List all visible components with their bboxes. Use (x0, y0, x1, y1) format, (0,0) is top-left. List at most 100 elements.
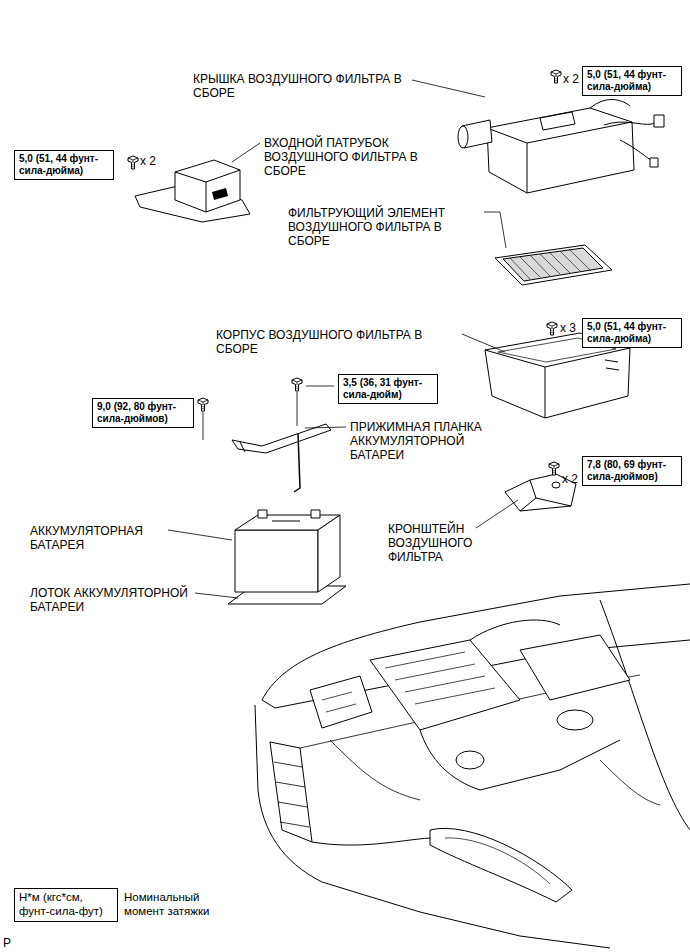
battery-clamp (232, 424, 331, 492)
torque-value: 7,8 (80, 69 фунт-сила-дюймов) (587, 459, 677, 483)
part-name: АККУМУЛЯТОРНАЯ БАТАРЕЯ (30, 524, 165, 552)
filter-element-part (495, 245, 612, 285)
part-name: ФИЛЬТРУЮЩИЙ ЭЛЕМЕНТ ВОЗДУШНОГО ФИЛЬТРА В… (288, 206, 478, 248)
car-engine-bay-part (370, 640, 520, 730)
car-engine-bay-part (470, 620, 560, 640)
leader-lines-part (484, 212, 506, 248)
count-mark: x 2 (140, 154, 170, 168)
air-inlet-part (175, 160, 240, 212)
count-mark-holder: x 2 (140, 154, 170, 168)
bolt-icons-part (547, 322, 557, 335)
figure-code-holder: P (3, 936, 23, 950)
part-name: ВХОДНОЙ ПАТРУБОК ВОЗДУШНОГО ФИЛЬТРА В СБ… (264, 136, 444, 178)
air-cleaner-cap-part (654, 115, 664, 127)
leader-lines-part (305, 427, 346, 428)
battery-part (318, 515, 340, 592)
battery-part (272, 521, 300, 522)
air-inlet (135, 160, 250, 222)
car-engine-bay-part (322, 692, 356, 712)
filter-element (495, 245, 612, 285)
air-cleaner-cap-part (650, 158, 658, 167)
air-cleaner-cap-part (487, 108, 634, 193)
count-mark: x 2 (563, 72, 593, 86)
air-cleaner-cap-part (540, 112, 575, 130)
battery-clamp-part (294, 433, 300, 492)
count-mark-holder: x 2 (562, 472, 592, 486)
car-engine-bay-part (310, 676, 372, 728)
battery-part (235, 530, 318, 592)
torque-value: 5,0 (51, 44 фунт-сила-дюйма) (587, 69, 677, 93)
air-cleaner-case-part (485, 348, 630, 418)
filter-element-part (510, 250, 590, 279)
part-name-holder: ПРИЖИМНАЯ ПЛАНКА АККУМУЛЯТОРНОЙ БАТАРЕИ (350, 420, 520, 462)
count-mark-holder: x 2 (563, 72, 593, 86)
legend-note: Номинальный момент затяжки (124, 891, 242, 918)
car-engine-bay-part (255, 705, 610, 948)
car-engine-bay-part (420, 730, 620, 790)
car-engine-bay-part (456, 751, 484, 769)
car-engine-bay-part (270, 742, 312, 842)
torque-box: 3,5 (36, 31 фунт-сила-дюйм) (338, 374, 438, 404)
part-name: ЛОТОК АККУМУЛЯТОРНОЙ БАТАРЕИ (30, 586, 210, 614)
car-engine-bay-part (274, 762, 309, 827)
leader-lines-part (203, 412, 204, 440)
torque-value: Н*м (кгс*см, фунт-сила-фут) (19, 891, 113, 918)
torque-box: 5,0 (51, 44 фунт-сила-дюйма) (582, 318, 682, 348)
part-name: КОРПУС ВОЗДУШНОГО ФИЛЬТРА В СБОРЕ (216, 328, 456, 356)
leader-lines-part (412, 80, 485, 97)
torque-value: 5,0 (51, 44 фунт-сила-дюйма) (19, 153, 109, 177)
torque-value: 9,0 (92, 80 фунт-сила-дюймов) (97, 401, 189, 425)
part-name-holder: АККУМУЛЯТОРНАЯ БАТАРЕЯ (30, 524, 165, 552)
car-engine-bay-part (557, 710, 593, 730)
torque-box: 9,0 (92, 80 фунт-сила-дюймов) (92, 398, 194, 428)
part-name: КРОНШТЕЙН ВОЗДУШНОГО ФИЛЬТРА (388, 522, 488, 564)
car-engine-bay-part (312, 838, 430, 845)
air-cleaner-cap-part (590, 100, 630, 109)
leader-lines-part (168, 530, 232, 540)
part-name-holder: КРЫШКА ВОЗДУШНОГО ФИЛЬТРА В СБОРЕ (193, 72, 408, 100)
car-engine-bay-part (600, 760, 660, 805)
torque-box: 5,0 (51, 44 фунт-сила-дюйма) (14, 150, 114, 180)
air-cleaner-cap (458, 100, 664, 194)
leader-lines-part (306, 386, 334, 387)
torque-box: 7,8 (80, 69 фунт-сила-дюймов) (582, 456, 682, 486)
battery-clamp-part (240, 442, 245, 452)
bolt-icons-part (549, 462, 559, 475)
air-cleaner-bracket-part (552, 482, 560, 488)
part-name: ПРИЖИМНАЯ ПЛАНКА АККУМУЛЯТОРНОЙ БАТАРЕИ (350, 420, 520, 462)
air-cleaner-cap-part (458, 126, 468, 148)
count-mark: x 2 (562, 472, 592, 486)
air-cleaner-cap-part (487, 122, 632, 193)
air-inlet-part (212, 188, 228, 200)
legend-box: Н*м (кгс*см, фунт-сила-фут)Номинальный м… (14, 888, 118, 922)
car-engine-bay-part (430, 828, 572, 902)
torque-value: 5,0 (51, 44 фунт-сила-дюйма) (587, 321, 677, 345)
car-engine-bay-part (445, 838, 550, 884)
car-engine-bay-part (520, 635, 630, 700)
part-name-holder: ЛОТОК АККУМУЛЯТОРНОЙ БАТАРЕИ (30, 586, 210, 614)
torque-value: 3,5 (36, 31 фунт-сила-дюйм) (343, 377, 433, 401)
part-name-holder: КОРПУС ВОЗДУШНОГО ФИЛЬТРА В СБОРЕ (216, 328, 456, 356)
part-name: КРЫШКА ВОЗДУШНОГО ФИЛЬТРА В СБОРЕ (193, 72, 408, 100)
car-engine-bay-part (600, 600, 690, 830)
filter-element-part (503, 248, 603, 281)
car-engine-bay-part (330, 740, 420, 800)
torque-box: 5,0 (51, 44 фунт-сила-дюйма) (582, 66, 682, 96)
leader-lines (168, 80, 518, 598)
battery (235, 510, 340, 592)
leader-lines-part (195, 593, 238, 598)
figure-code: P (3, 936, 23, 950)
part-name-holder: ВХОДНОЙ ПАТРУБОК ВОЗДУШНОГО ФИЛЬТРА В СБ… (264, 136, 444, 178)
battery-clamp-part (232, 424, 331, 453)
bolt-icons-part (551, 70, 561, 83)
bolt-icons-part (198, 398, 208, 411)
air-inlet-part (175, 170, 240, 212)
leader-lines-part (476, 500, 518, 528)
part-name-holder: ФИЛЬТРУЮЩИЙ ЭЛЕМЕНТ ВОЗДУШНОГО ФИЛЬТРА В… (288, 206, 478, 248)
part-name-holder: КРОНШТЕЙН ВОЗДУШНОГО ФИЛЬТРА (388, 522, 488, 564)
leader-lines-part (462, 334, 505, 352)
car-engine-bay (255, 584, 690, 948)
count-mark: x 3 (560, 321, 590, 335)
count-mark-holder: x 3 (560, 321, 590, 335)
